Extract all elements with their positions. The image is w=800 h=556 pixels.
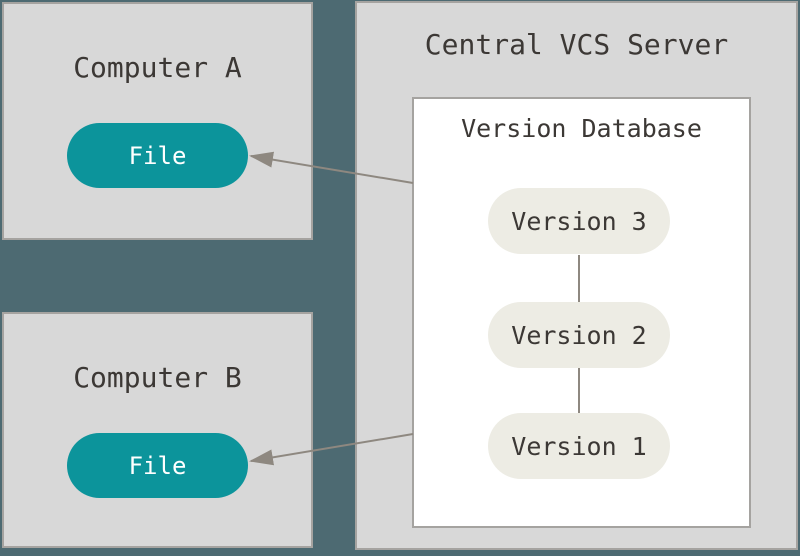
version-2-node: Version 2 — [488, 302, 670, 368]
computer-a-file-label: File — [128, 141, 187, 170]
computer-b-file-label: File — [128, 451, 187, 480]
central-vcs-server-title: Central VCS Server — [424, 28, 729, 61]
version-database-title: Version Database — [461, 114, 702, 143]
computer-b-file-node: File — [67, 433, 248, 498]
central-vcs-server-box: Central VCS Server Version Database Vers… — [355, 1, 798, 550]
computer-a-file-node: File — [67, 123, 248, 188]
version-3-label: Version 3 — [511, 206, 647, 236]
computer-a-title: Computer A — [73, 51, 242, 84]
version-2-label: Version 2 — [511, 320, 647, 350]
computer-b-box: Computer B File — [2, 312, 313, 548]
version-1-node: Version 1 — [488, 413, 670, 479]
computer-a-box: Computer A File — [2, 2, 313, 240]
version-3-node: Version 3 — [488, 188, 670, 254]
version-1-label: Version 1 — [511, 431, 647, 461]
computer-b-title: Computer B — [73, 361, 242, 394]
version-database-box: Version Database Version 3 Version 2 Ver… — [412, 97, 751, 528]
